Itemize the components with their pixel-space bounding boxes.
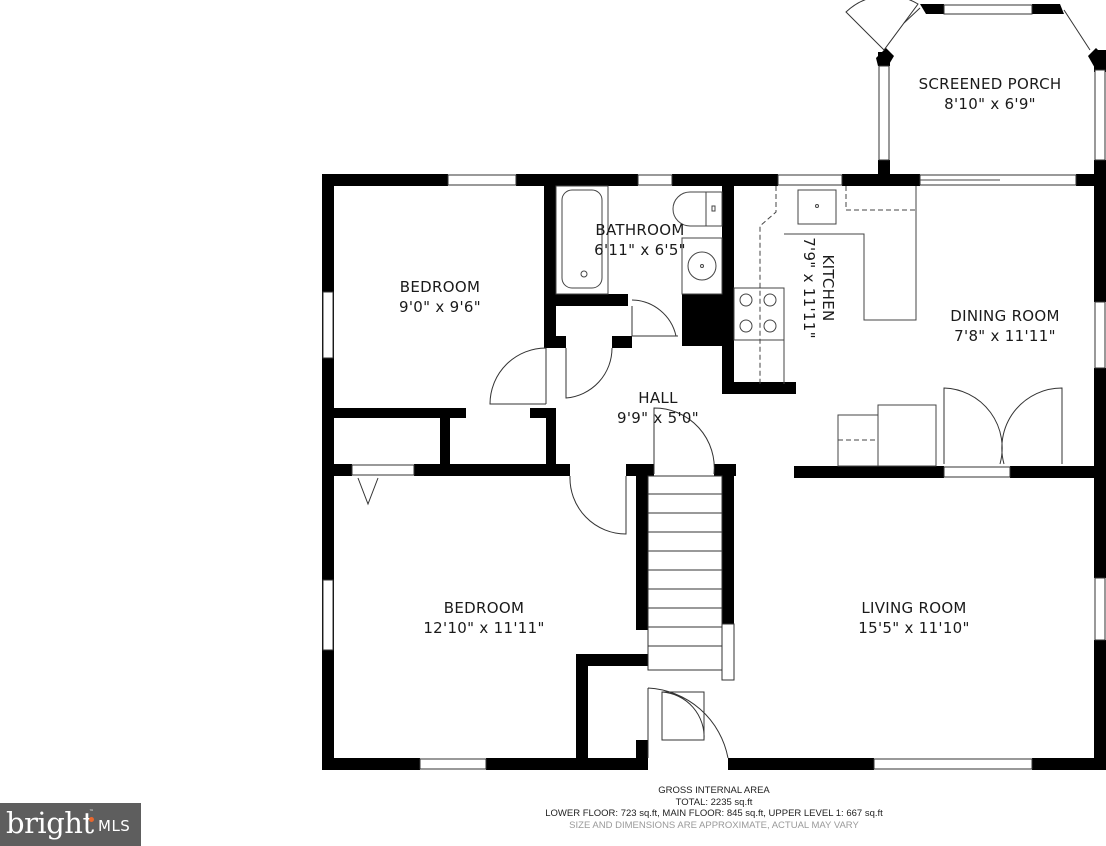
room-dimensions: 8'10" x 6'9" bbox=[944, 95, 1036, 113]
room-name: HALL bbox=[638, 389, 678, 407]
trademark-symbol: ™ bbox=[89, 809, 94, 815]
watermark-suffix: MLS bbox=[98, 817, 131, 835]
room-label-hall: HALL 9'9" x 5'0" bbox=[617, 388, 699, 428]
walls bbox=[322, 4, 1106, 770]
room-dimensions: 12'10" x 11'11" bbox=[423, 619, 545, 637]
room-label-dining-room: DINING ROOM 7'8" x 11'11" bbox=[950, 306, 1060, 346]
fixtures bbox=[555, 179, 1000, 467]
room-name: LIVING ROOM bbox=[861, 599, 967, 617]
room-label-bedroom-2: BEDROOM 12'10" x 11'11" bbox=[423, 598, 544, 638]
room-name: KITCHEN bbox=[819, 254, 837, 322]
doors bbox=[357, 0, 1063, 759]
room-name: BEDROOM bbox=[399, 278, 481, 296]
stairs bbox=[647, 475, 723, 671]
room-dimensions: 7'8" x 11'11" bbox=[954, 327, 1056, 345]
room-name: BEDROOM bbox=[443, 599, 525, 617]
room-label-bedroom-1: BEDROOM 9'0" x 9'6" bbox=[399, 277, 481, 317]
logo-dot-icon bbox=[89, 817, 94, 822]
area-breakdown: LOWER FLOOR: 723 sq.ft, MAIN FLOOR: 845 … bbox=[545, 808, 883, 819]
bright-mls-watermark: bright ™ MLS bbox=[0, 803, 141, 846]
area-summary: GROSS INTERNAL AREA TOTAL: 2235 sq.ft LO… bbox=[545, 785, 883, 831]
room-name: SCREENED PORCH bbox=[918, 75, 1062, 93]
room-dimensions: 9'0" x 9'6" bbox=[399, 298, 481, 316]
area-disclaimer: SIZE AND DIMENSIONS ARE APPROXIMATE, ACT… bbox=[569, 819, 859, 831]
area-heading: GROSS INTERNAL AREA bbox=[658, 785, 770, 796]
room-dimensions: 7'9" x 11'11" bbox=[800, 237, 818, 339]
room-dimensions: 15'5" x 11'10" bbox=[858, 619, 970, 637]
watermark-brand: bright bbox=[6, 806, 94, 840]
windows bbox=[322, 4, 1106, 770]
room-label-bathroom: BATHROOM 6'11" x 6'5" bbox=[594, 220, 686, 260]
area-total: TOTAL: 2235 sq.ft bbox=[675, 796, 753, 808]
room-dimensions: 9'9" x 5'0" bbox=[617, 409, 699, 427]
room-label-living-room: LIVING ROOM 15'5" x 11'10" bbox=[858, 598, 969, 638]
room-label-kitchen: KITCHEN 7'9" x 11'11" bbox=[799, 237, 837, 339]
room-dimensions: 6'11" x 6'5" bbox=[594, 241, 686, 259]
room-label-screened-porch: SCREENED PORCH 8'10" x 6'9" bbox=[919, 74, 1062, 114]
room-name: DINING ROOM bbox=[950, 307, 1060, 325]
room-name: BATHROOM bbox=[595, 221, 685, 239]
